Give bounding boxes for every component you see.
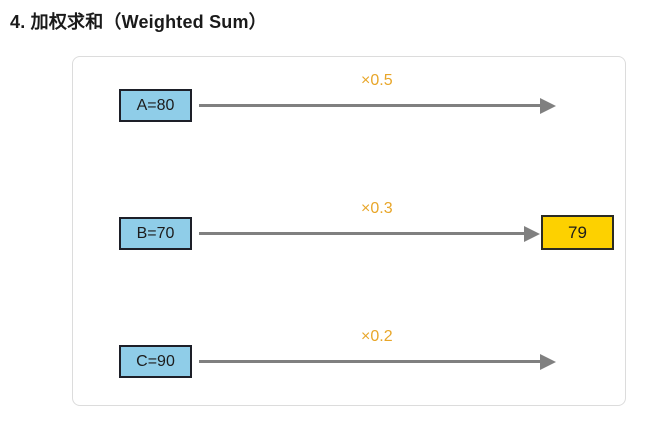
weight-arrow-b bbox=[199, 232, 525, 235]
input-node-a: A=80 bbox=[119, 89, 192, 122]
output-node-result: 79 bbox=[541, 215, 614, 250]
weight-label-a: ×0.5 bbox=[361, 72, 393, 89]
weight-label-c: ×0.2 bbox=[361, 328, 393, 345]
weight-arrow-a bbox=[199, 104, 541, 107]
input-node-c: C=90 bbox=[119, 345, 192, 378]
page-title: 4. 加权求和（Weighted Sum） bbox=[10, 12, 267, 32]
weighted-sum-diagram-card: A=80 ×0.5 B=70 ×0.3 79 C=90 ×0.2 bbox=[72, 56, 626, 406]
input-node-b: B=70 bbox=[119, 217, 192, 250]
weight-arrow-c bbox=[199, 360, 541, 363]
weight-label-b: ×0.3 bbox=[361, 200, 393, 217]
